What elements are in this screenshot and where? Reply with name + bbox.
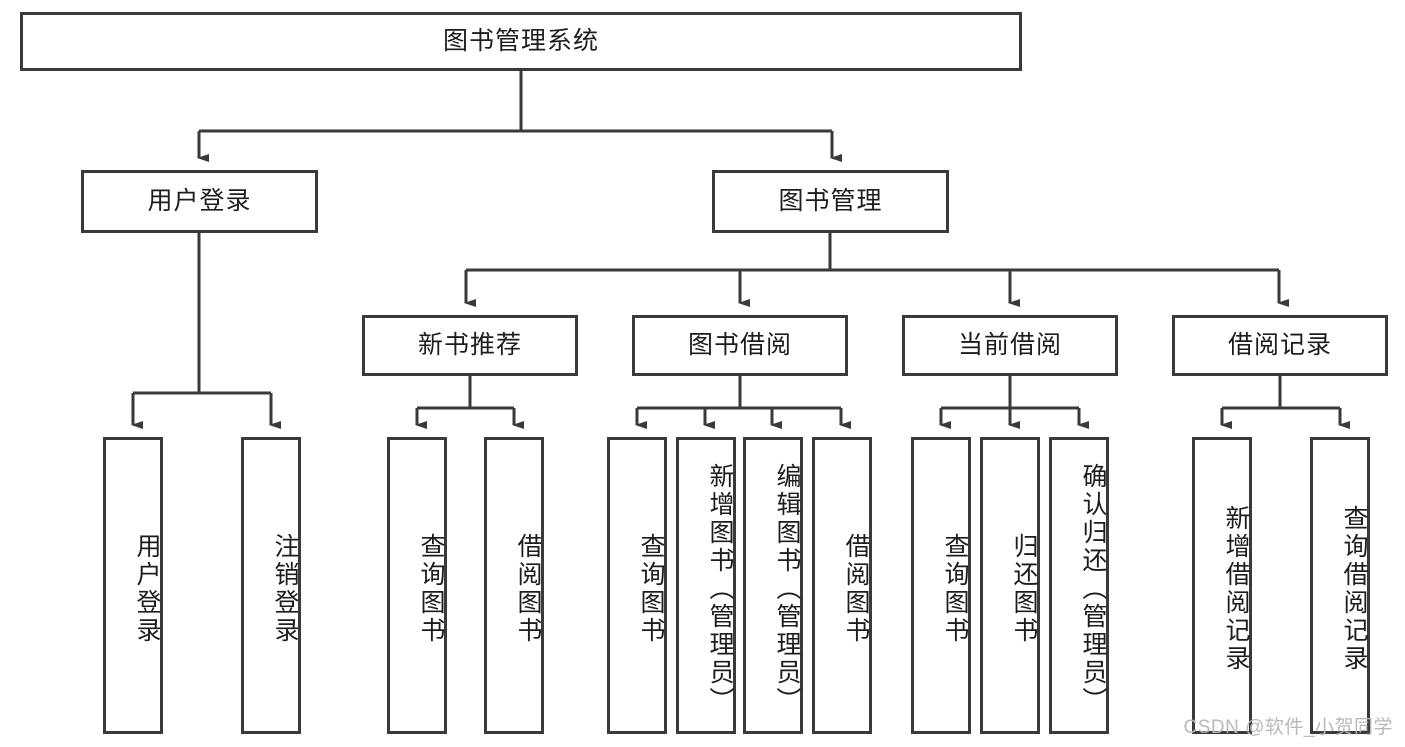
node-leaf-confirm-return-label: 确认归还（管理员）	[1079, 462, 1107, 715]
node-leaf-query-record[interactable]: 查询借阅记录	[1310, 437, 1370, 734]
node-leaf-add-book[interactable]: 新增图书（管理员）	[676, 437, 736, 734]
node-leaf-query-book-1[interactable]: 查询图书	[387, 437, 447, 734]
node-leaf-borrow-book-2-label: 借阅图书	[842, 532, 870, 645]
node-leaf-logout[interactable]: 注销登录	[241, 437, 301, 734]
node-leaf-edit-book[interactable]: 编辑图书（管理员）	[743, 437, 803, 734]
node-leaf-borrow-book-2[interactable]: 借阅图书	[812, 437, 872, 734]
watermark: CSDN @软件_小贺同学	[1183, 717, 1393, 738]
node-leaf-query-book-1-label: 查询图书	[417, 532, 445, 645]
node-leaf-query-book-3[interactable]: 查询图书	[911, 437, 971, 734]
node-leaf-return-book-label: 归还图书	[1010, 532, 1038, 645]
node-leaf-borrow-book-1-label: 借阅图书	[514, 532, 542, 645]
node-leaf-query-record-label: 查询借阅记录	[1340, 504, 1368, 673]
node-leaf-query-book-2-label: 查询图书	[637, 532, 665, 645]
node-leaf-confirm-return[interactable]: 确认归还（管理员）	[1049, 437, 1109, 734]
node-root[interactable]: 图书管理系统	[20, 12, 1022, 71]
node-leaf-logout-label: 注销登录	[271, 532, 299, 645]
node-leaf-borrow-book-1[interactable]: 借阅图书	[484, 437, 544, 734]
node-current-borrow-label: 当前借阅	[957, 330, 1062, 359]
node-user-login[interactable]: 用户登录	[81, 170, 318, 233]
node-borrow-record-label: 借阅记录	[1227, 330, 1332, 359]
node-leaf-query-book-3-label: 查询图书	[941, 532, 969, 645]
node-new-book-recommend[interactable]: 新书推荐	[362, 315, 578, 376]
node-user-login-label: 用户登录	[147, 186, 252, 215]
node-leaf-add-book-label: 新增图书（管理员）	[706, 462, 734, 715]
node-book-management[interactable]: 图书管理	[712, 170, 949, 233]
node-book-borrow-label: 图书借阅	[687, 330, 792, 359]
node-leaf-add-record[interactable]: 新增借阅记录	[1192, 437, 1252, 734]
node-leaf-add-record-label: 新增借阅记录	[1222, 504, 1250, 673]
node-current-borrow[interactable]: 当前借阅	[902, 315, 1118, 376]
node-book-management-label: 图书管理	[778, 186, 883, 215]
node-root-label: 图书管理系统	[442, 26, 599, 55]
node-book-borrow[interactable]: 图书借阅	[632, 315, 848, 376]
node-leaf-query-book-2[interactable]: 查询图书	[607, 437, 667, 734]
node-borrow-record[interactable]: 借阅记录	[1172, 315, 1388, 376]
node-leaf-user-login-label: 用户登录	[133, 532, 161, 645]
node-leaf-user-login[interactable]: 用户登录	[103, 437, 163, 734]
node-leaf-edit-book-label: 编辑图书（管理员）	[773, 462, 801, 715]
node-leaf-return-book[interactable]: 归还图书	[980, 437, 1040, 734]
node-new-book-recommend-label: 新书推荐	[417, 330, 522, 359]
